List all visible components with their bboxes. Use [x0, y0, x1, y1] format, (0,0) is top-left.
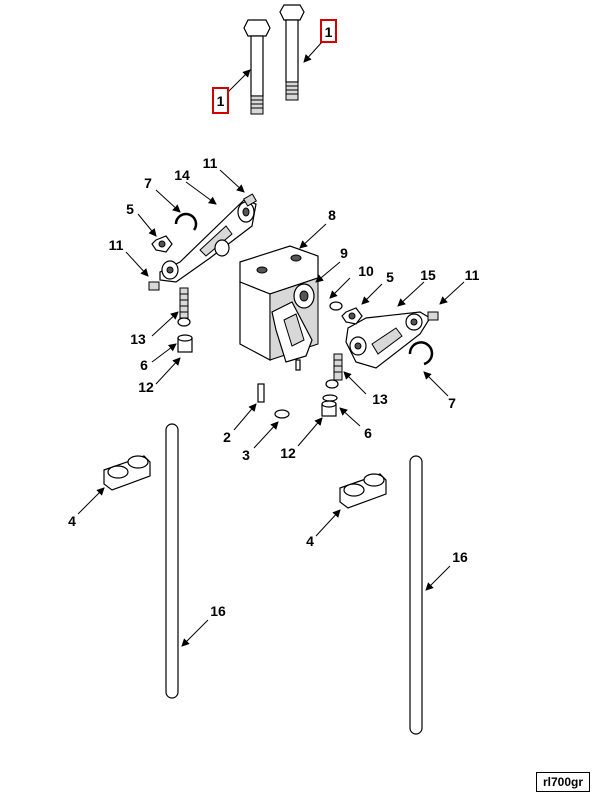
- callout-4-right: 4: [306, 533, 314, 549]
- callout-8: 8: [328, 207, 336, 223]
- callout-5-right: 5: [386, 269, 394, 285]
- highlight-box-left: [212, 87, 229, 114]
- callout-9: 9: [340, 245, 348, 261]
- socket-left: [177, 334, 193, 353]
- dowel-pin: [257, 383, 265, 403]
- o-ring: [274, 409, 290, 419]
- callout-11-left: 11: [109, 237, 124, 253]
- nut-left: [151, 235, 173, 253]
- bolt-right: [279, 4, 305, 101]
- callout-1-left: 1: [217, 93, 225, 109]
- callout-13-right: 13: [372, 391, 388, 407]
- adjuster-screw-left: [177, 287, 191, 327]
- adjusting-screw-left-top: [242, 193, 258, 207]
- highlight-box-right: [320, 19, 337, 43]
- push-rod-right: [409, 455, 423, 735]
- callout-16-left: 16: [210, 603, 226, 619]
- bolt-left: [243, 19, 271, 115]
- reference-code: rl700gr: [535, 772, 590, 792]
- retaining-ring-right: [408, 341, 434, 366]
- callout-14: 14: [174, 167, 190, 183]
- callout-6-right: 6: [364, 425, 372, 441]
- leader-1-right: [303, 41, 323, 63]
- callout-7-right: 7: [448, 395, 456, 411]
- nut-right: [341, 307, 363, 325]
- callout-11-top: 11: [203, 155, 218, 171]
- adjusting-screw-right: [427, 311, 439, 321]
- adjuster-screw-right: [325, 353, 343, 389]
- push-rod-left: [165, 423, 179, 699]
- callout-5-left: 5: [126, 201, 134, 217]
- socket-right: [321, 394, 338, 417]
- spacer-right: [329, 301, 343, 311]
- callout-6-left: 6: [140, 357, 148, 373]
- retaining-ring-left: [174, 212, 198, 231]
- callout-1-right: 1: [325, 24, 333, 40]
- callout-7-left: 7: [144, 175, 152, 191]
- callout-4-left: 4: [68, 513, 76, 529]
- lifter-right: [339, 473, 387, 509]
- rocker-arm-right: [345, 311, 431, 369]
- callout-11-right: 11: [465, 267, 480, 283]
- callout-12-right: 12: [280, 445, 296, 461]
- callout-16-right: 16: [452, 549, 468, 565]
- callout-15: 15: [420, 267, 436, 283]
- callout-2: 2: [223, 429, 231, 445]
- rocker-arm-left: [159, 199, 257, 283]
- callout-10: 10: [358, 263, 374, 279]
- callout-12-left: 12: [138, 379, 154, 395]
- callout-3: 3: [242, 447, 250, 463]
- lifter-left: [103, 455, 151, 491]
- adjusting-screw-left: [148, 281, 160, 291]
- leader-1-left: [227, 69, 251, 93]
- callout-13-left: 13: [130, 331, 146, 347]
- leader-lines: [77, 169, 465, 647]
- rocker-pedestal: [239, 245, 319, 371]
